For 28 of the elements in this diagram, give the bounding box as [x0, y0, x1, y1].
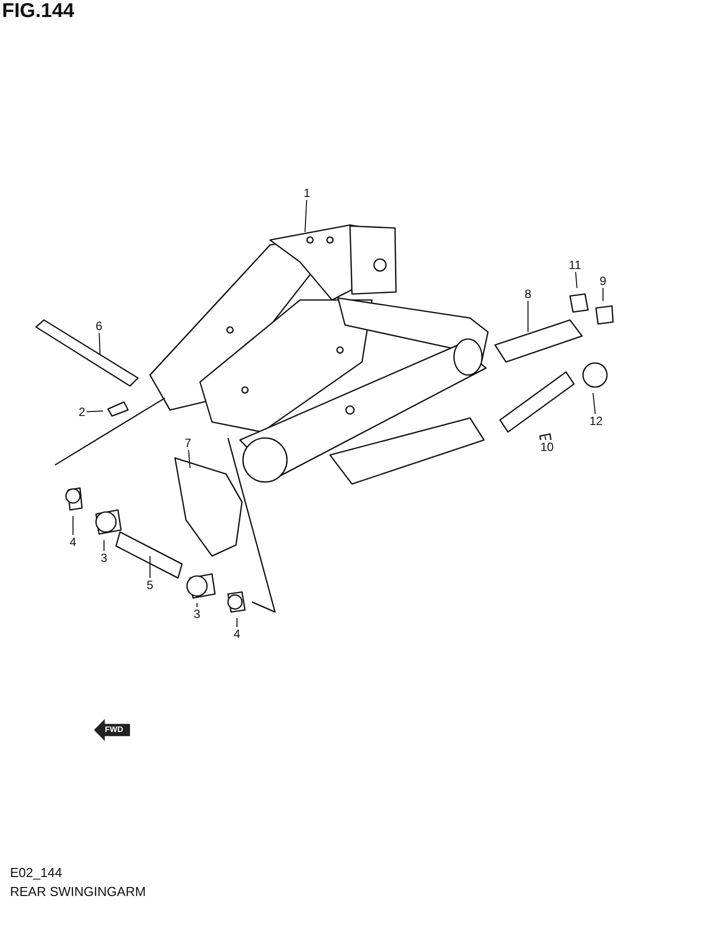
callout-number: 12: [588, 414, 604, 428]
leader-line: [544, 436, 546, 440]
callout-number: 4: [232, 627, 242, 641]
leader-line: [188, 450, 190, 468]
callout-number: 3: [192, 607, 202, 621]
callout-number: 6: [94, 319, 104, 333]
figure-title: FIG.144: [2, 0, 74, 22]
leader-line: [575, 272, 578, 288]
callout-number: 10: [539, 440, 555, 454]
callout-number: 9: [598, 274, 608, 288]
callout-number: 11: [568, 258, 582, 272]
callout-number: 2: [78, 405, 86, 419]
leader-line: [304, 200, 308, 232]
drawing-number: E02_144: [10, 865, 62, 880]
callout-number: 3: [100, 551, 108, 565]
callout-number: 5: [146, 578, 154, 592]
callout-number: 7: [184, 436, 192, 450]
leader-line: [196, 602, 198, 608]
leader-line: [592, 392, 596, 414]
leader-line: [86, 410, 104, 412]
leader-line: [602, 288, 604, 302]
callout-number: 4: [68, 535, 78, 549]
leader-line: [72, 516, 74, 536]
callout-number: 1: [302, 186, 312, 200]
diagram-caption: REAR SWINGINGARM: [10, 884, 146, 899]
leader-line: [236, 618, 238, 628]
callout-number: 8: [524, 287, 532, 301]
leader-line: [98, 332, 100, 356]
